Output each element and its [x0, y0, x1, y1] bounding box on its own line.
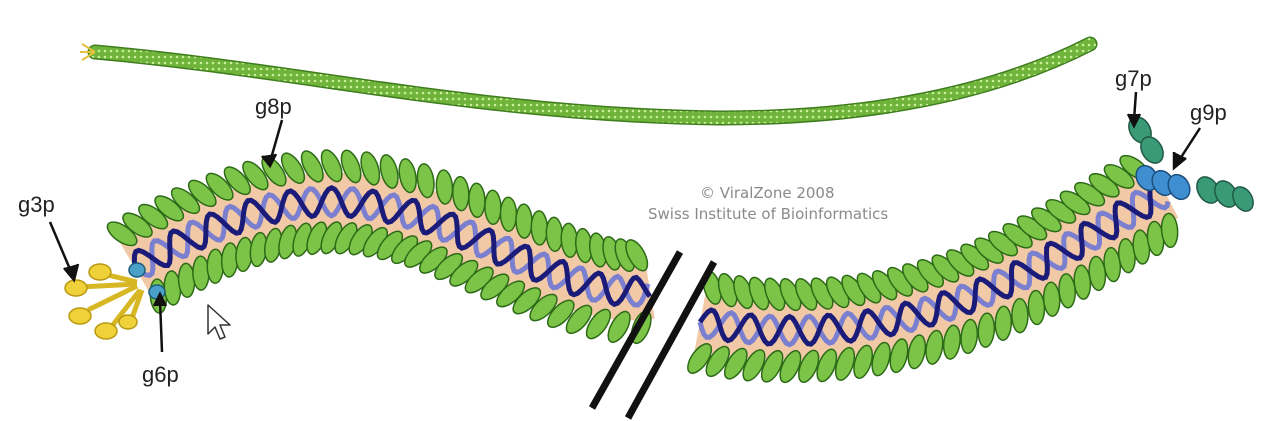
credit-line-2: Swiss Institute of Bioinformatics	[648, 205, 888, 223]
g8p-coat-protein	[516, 204, 533, 238]
g8p-coat-protein	[193, 256, 210, 290]
g3p-protein-cluster	[65, 264, 142, 339]
g8p-coat-protein	[468, 183, 485, 217]
g8p-coat-protein	[485, 190, 502, 224]
g8p-coat-protein	[531, 211, 548, 245]
g8p-coat-protein	[1012, 299, 1028, 333]
mouse-pointer-icon	[208, 305, 230, 339]
virion-left-segment	[104, 147, 655, 346]
label-g9p: g9p	[1190, 100, 1227, 125]
label-g7p: g7p	[1115, 66, 1152, 91]
label-g3p: g3p	[18, 192, 55, 217]
credit-line-1: © ViralZone 2008	[700, 184, 835, 202]
label-g8p: g8p	[255, 94, 292, 119]
g8p-coat-protein	[207, 249, 223, 283]
g8p-coat-protein	[500, 197, 517, 231]
g8p-coat-protein	[995, 306, 1012, 340]
phage-filament-overview	[80, 44, 1090, 118]
label-g6p: g6p	[142, 362, 179, 387]
